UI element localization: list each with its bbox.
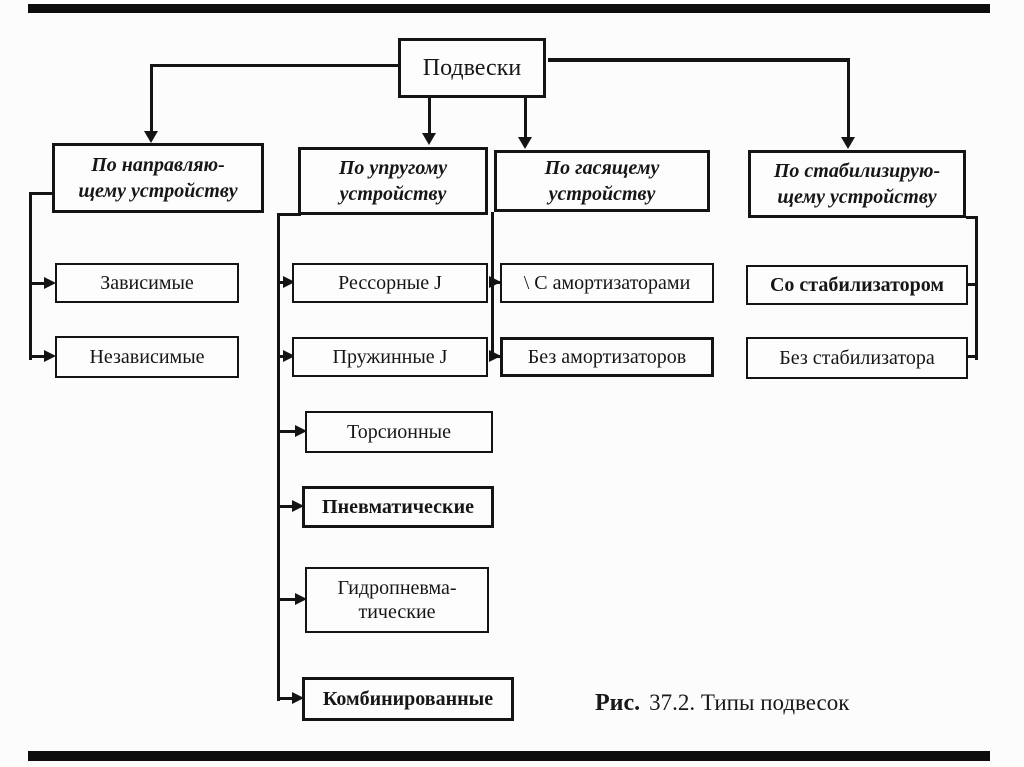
connector-line bbox=[277, 430, 299, 433]
item-coil-spring: Пружинные J bbox=[292, 337, 488, 377]
arrow-right-icon bbox=[44, 350, 56, 362]
connector-line bbox=[524, 98, 527, 138]
connector-line bbox=[150, 64, 400, 67]
figure-caption: Рис. 37.2. Типы подвесок bbox=[595, 690, 849, 717]
connector-line bbox=[277, 281, 287, 284]
arrow-right-icon bbox=[489, 276, 501, 288]
arrow-down-icon bbox=[422, 133, 436, 145]
top-frame-bar bbox=[28, 4, 990, 13]
figure-caption-text: 37.2. Типы подвесок bbox=[649, 690, 850, 715]
connector-line bbox=[966, 355, 978, 358]
arrow-right-icon bbox=[295, 593, 307, 605]
header-by-damping-device: По гасящему устройству bbox=[494, 150, 710, 212]
connector-line bbox=[277, 505, 297, 508]
arrow-down-icon bbox=[841, 137, 855, 149]
item-without-shock-absorbers: Без амортизаторов bbox=[500, 337, 714, 377]
connector-line bbox=[277, 598, 299, 601]
item-combined: Комбинированные bbox=[302, 677, 514, 721]
header-by-elastic-device: По упругому устройству bbox=[298, 147, 488, 215]
connector-line bbox=[548, 58, 850, 62]
arrow-right-icon bbox=[489, 350, 501, 362]
connector-line bbox=[277, 697, 297, 700]
connector-line bbox=[29, 282, 46, 285]
arrow-right-icon bbox=[292, 692, 304, 704]
connector-line bbox=[29, 355, 46, 358]
connector-line bbox=[966, 216, 978, 219]
arrow-right-icon bbox=[44, 277, 56, 289]
item-leaf-spring: Рессорные J bbox=[292, 263, 488, 303]
arrow-right-icon bbox=[292, 500, 304, 512]
item-dependent: Зависимые bbox=[55, 263, 239, 303]
connector-line bbox=[975, 216, 978, 360]
arrow-down-icon bbox=[144, 131, 158, 143]
connector-line bbox=[277, 355, 287, 358]
item-hydropneumatic: Гидропневма- тические bbox=[305, 567, 489, 633]
item-torsion: Торсионные bbox=[305, 411, 493, 453]
connector-line bbox=[428, 98, 431, 134]
connector-line bbox=[29, 192, 53, 195]
connector-line bbox=[966, 283, 978, 286]
bottom-frame-bar bbox=[28, 751, 990, 761]
item-with-stabilizer: Со стабилизатором bbox=[746, 265, 968, 305]
connector-line bbox=[277, 213, 301, 216]
item-pneumatic: Пневматические bbox=[302, 486, 494, 528]
item-without-stabilizer: Без стабилизатора bbox=[746, 337, 968, 379]
arrow-down-icon bbox=[518, 137, 532, 149]
connector-line bbox=[150, 64, 153, 134]
header-by-stabilizing-device: По стабилизирую- щему устройству bbox=[748, 150, 966, 218]
arrow-right-icon bbox=[295, 425, 307, 437]
connector-line bbox=[277, 213, 280, 701]
figure-caption-prefix: Рис. bbox=[595, 690, 641, 716]
header-by-guiding-device: По направляю- щему устройству bbox=[52, 143, 264, 213]
item-independent: Независимые bbox=[55, 336, 239, 378]
connector-line bbox=[29, 192, 32, 360]
item-with-shock-absorbers: \ С амортизаторами bbox=[500, 263, 714, 303]
node-suspensions: Подвески bbox=[398, 38, 546, 98]
connector-line bbox=[847, 58, 850, 138]
